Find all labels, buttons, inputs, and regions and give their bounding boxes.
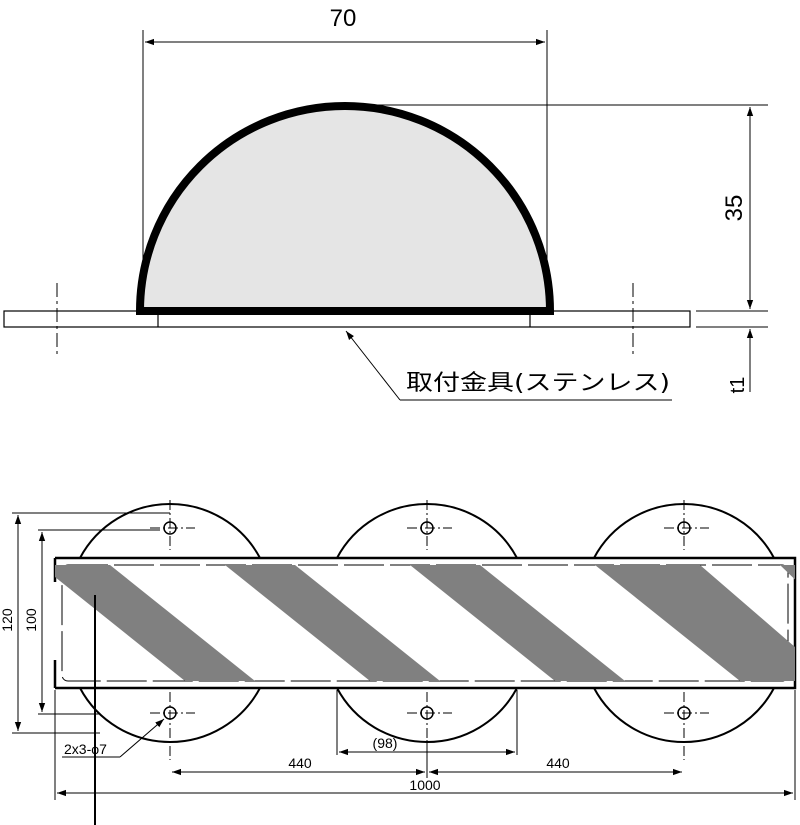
height-100-label: 100 xyxy=(23,608,39,632)
pitch-right-label: 440 xyxy=(546,755,570,771)
reflective-strip-outline xyxy=(55,556,797,690)
thickness-label: t1 xyxy=(727,377,749,394)
stripe-4 xyxy=(595,565,795,681)
bracket-label: 取付金具(ステンレス) xyxy=(406,371,670,396)
hole-centerlines xyxy=(150,500,709,760)
bracket-leader-line xyxy=(345,330,401,401)
dome-body xyxy=(135,102,555,315)
plan-view: 120 100 2x3-ϕ7 (98) 440 440 1000 xyxy=(0,500,797,825)
height-dimension-label: 35 xyxy=(721,195,748,222)
gap-label: (98) xyxy=(373,735,398,751)
hole-leader-line xyxy=(119,718,165,758)
pitch-left-label: 440 xyxy=(288,755,312,771)
length-label: 1000 xyxy=(409,777,440,793)
height-120-label: 120 xyxy=(0,608,15,632)
stripe-3 xyxy=(410,565,625,681)
section-view: 70 35 t1 取付金具(ステンレス) xyxy=(3,5,768,401)
stripe-2 xyxy=(225,565,440,681)
hole-label: 2x3-ϕ7 xyxy=(64,741,107,757)
stripe-1 xyxy=(55,565,255,681)
width-dimension-label: 70 xyxy=(330,5,357,32)
